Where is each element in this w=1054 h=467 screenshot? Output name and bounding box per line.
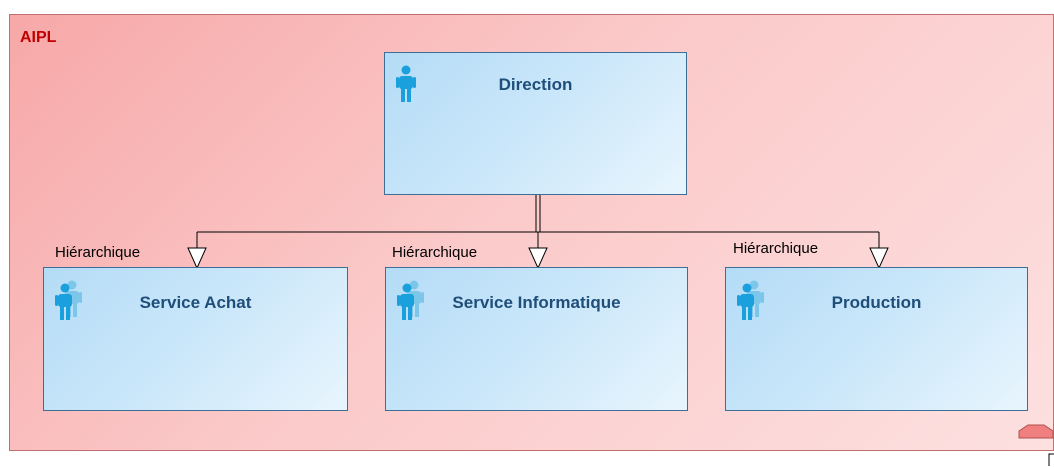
relation-label-achat: Hiérarchique	[55, 244, 141, 261]
node-label-direction: Direction	[498, 75, 573, 94]
arrowhead-informatique	[528, 247, 548, 270]
relation-label-informatique: Hiérarchique	[392, 244, 478, 261]
node-production[interactable]: Production	[725, 267, 1028, 411]
group-icon	[736, 280, 766, 325]
node-label-production: Production	[831, 293, 922, 312]
container-shape-icon	[1018, 424, 1054, 439]
resize-handle-icon[interactable]	[1048, 453, 1054, 467]
node-label-service-achat: Service Achat	[139, 293, 252, 312]
relation-label-production: Hiérarchique	[733, 240, 819, 257]
node-service-informatique[interactable]: Service Informatique	[385, 267, 688, 411]
person-icon	[395, 65, 417, 108]
group-icon	[54, 280, 84, 325]
node-service-achat[interactable]: Service Achat	[43, 267, 348, 411]
arrowhead-production	[869, 247, 889, 270]
node-label-service-informatique: Service Informatique	[452, 293, 621, 312]
node-direction[interactable]: Direction	[384, 52, 687, 195]
group-icon	[396, 280, 426, 325]
container-title: AIPL	[20, 29, 57, 46]
arrowhead-achat	[187, 247, 207, 270]
